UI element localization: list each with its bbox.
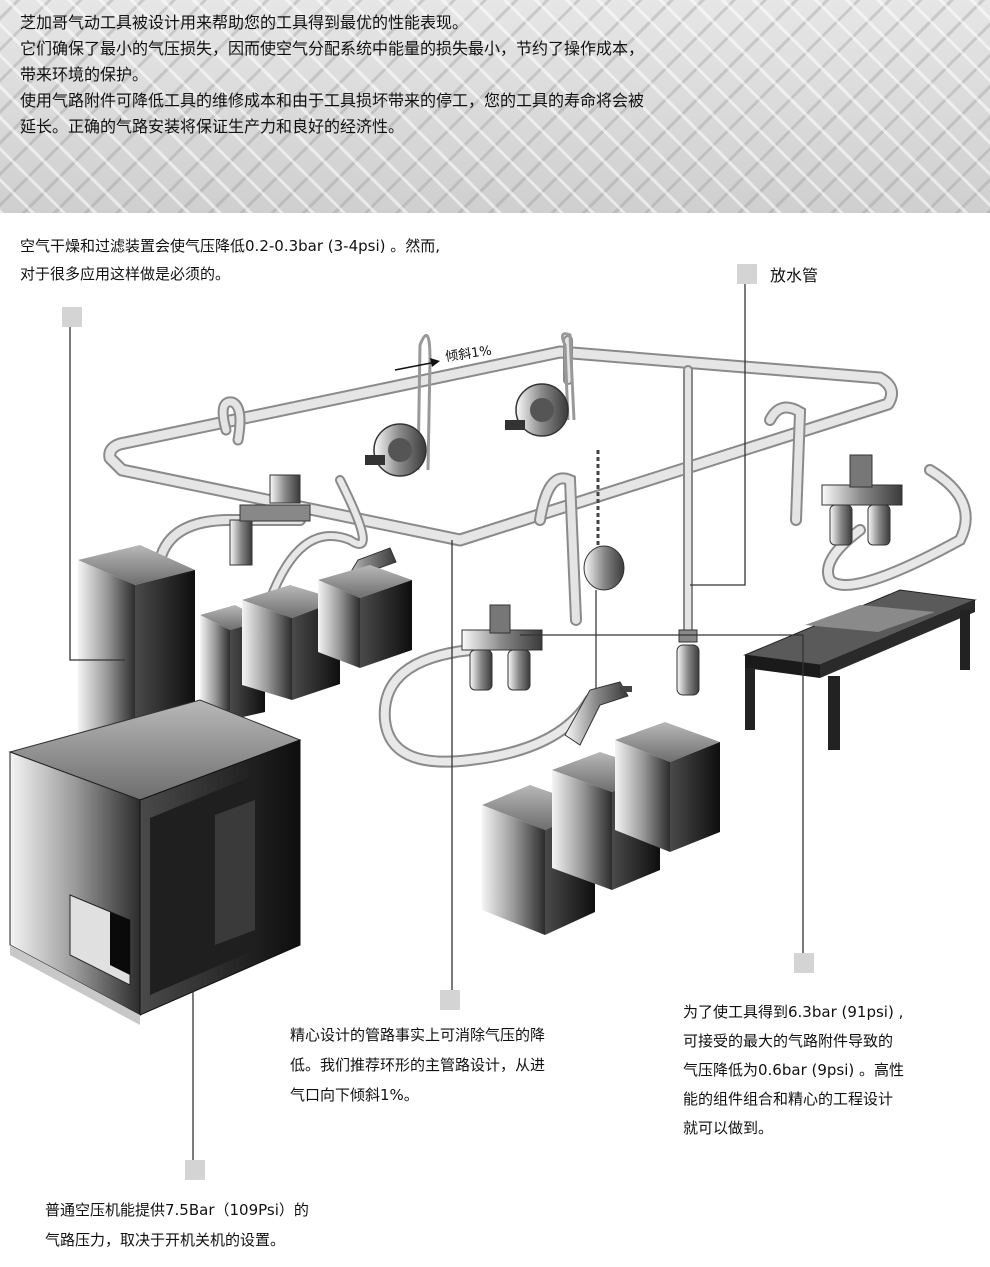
hose-reel-icon <box>365 333 432 477</box>
compressor-line: 气路压力，取决于开机关机的设置。 <box>45 1231 286 1249</box>
compressor-line: 普通空压机能提供7.5Bar（109Psi）的 <box>45 1201 309 1219</box>
callout-marker <box>62 307 82 327</box>
frl-line: 能的组件组合和精心的工程设计 <box>683 1090 894 1108</box>
callout-marker <box>185 1160 205 1180</box>
callout-marker <box>794 953 814 973</box>
frl-line: 为了使工具得到6.3bar (91psi) , <box>683 1003 904 1021</box>
callout-piping <box>440 540 460 1010</box>
frl-line: 气压降低为0.6bar (9psi) 。高性 <box>683 1061 905 1079</box>
intro-line: 延长。正确的气路安装将保证生产力和良好的经济性。 <box>20 117 405 136</box>
intro-line: 使用气路附件可降低工具的维修成本和由于工具损坏带来的停工，您的工具的寿命将会被 <box>20 91 645 110</box>
slope-label: 倾斜1% <box>444 344 492 365</box>
piping-line: 气口向下倾斜1%。 <box>290 1086 419 1104</box>
drain-valve-icon <box>676 629 700 696</box>
dryer-annotation: 空气干燥和过滤装置会使气压降低0.2-0.3bar (3-4psi) 。然而, … <box>20 232 440 288</box>
dryer-line: 空气干燥和过滤装置会使气压降低0.2-0.3bar (3-4psi) 。然而, <box>20 237 441 255</box>
intro-text: 芝加哥气动工具被设计用来帮助您的工具得到最优的性能表现。 它们确保了最小的气压损… <box>20 10 840 140</box>
callout-compressor <box>185 990 205 1180</box>
callout-marker <box>737 264 757 284</box>
air-tool-icon <box>564 681 632 746</box>
flexible-hoses <box>265 464 972 768</box>
intro-line: 芝加哥气动工具被设计用来帮助您的工具得到最优的性能表现。 <box>20 13 469 32</box>
intro-line: 带来环境的保护。 <box>20 65 149 84</box>
frl-unit-icon <box>461 604 543 691</box>
pipe-drops <box>154 335 807 635</box>
frl-line: 就可以做到。 <box>683 1119 774 1137</box>
piping-annotation: 精心设计的管路事实上可消除气压的降 低。我们推荐环形的主管路设计，从进 气口向下… <box>290 1020 545 1110</box>
dryer-line: 对于很多应用这样做是必须的。 <box>20 265 231 283</box>
frl-unit-icon <box>821 454 903 546</box>
frl-line: 可接受的最大的气路附件导致的 <box>683 1032 894 1050</box>
tool-balancer-icon <box>583 450 625 690</box>
hose-reel-icon <box>505 332 576 437</box>
air-compressor <box>8 699 302 1025</box>
intro-line: 它们确保了最小的气压损失，因而使空气分配系统中能量的损失最小，节约了操作成本， <box>20 39 645 58</box>
callout-drain <box>690 264 757 586</box>
frl-annotation: 为了使工具得到6.3bar (91psi) , 可接受的最大的气路附件导致的 气… <box>683 998 904 1143</box>
filter-cabinet <box>242 585 340 700</box>
drain-label: 放水管 <box>770 266 819 285</box>
filter-cabinet <box>318 565 412 668</box>
main-ring-pipe <box>103 345 899 547</box>
dryer-filter-icon <box>229 474 311 566</box>
workstation-box <box>615 722 720 852</box>
callout-marker <box>440 990 460 1010</box>
workbench-icon <box>743 589 977 750</box>
callout-dryer <box>62 307 125 661</box>
compressor-annotation: 普通空压机能提供7.5Bar（109Psi）的 气路压力，取决于开机关机的设置。 <box>45 1195 309 1255</box>
piping-line: 低。我们推荐环形的主管路设计，从进 <box>290 1056 546 1074</box>
callout-frl <box>520 634 814 973</box>
header-banner: 芝加哥气动工具被设计用来帮助您的工具得到最优的性能表现。 它们确保了最小的气压损… <box>0 0 990 213</box>
piping-line: 精心设计的管路事实上可消除气压的降 <box>290 1026 546 1044</box>
slope-arrow: 倾斜1% <box>394 344 493 371</box>
